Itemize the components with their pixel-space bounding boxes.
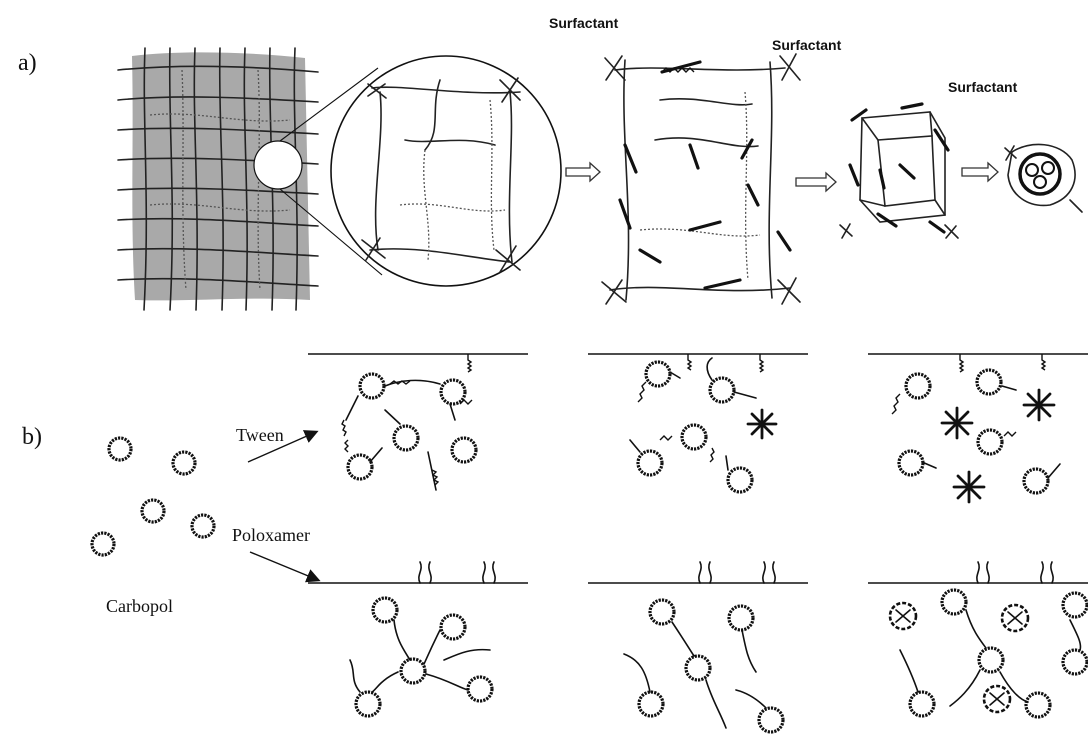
panel-b: b) Tween Poloxamer Carbopol	[22, 354, 1088, 732]
micelle-cluster	[1005, 144, 1082, 212]
tween-stage-3	[892, 354, 1060, 502]
tween-label: Tween	[236, 425, 284, 445]
micelle-star-tween-3a	[942, 408, 972, 438]
network-stage-2	[840, 104, 958, 238]
magnify-spot	[254, 141, 302, 189]
micelle-loop-1	[890, 603, 916, 629]
surfactant-label-2: Surfactant	[772, 37, 842, 53]
carbopol-label: Carbopol	[106, 596, 173, 616]
micelle-star-tween-2	[748, 410, 776, 438]
arrow-2	[796, 173, 836, 191]
arrow-1	[566, 163, 600, 181]
carbopol-particles	[92, 438, 214, 555]
panel-b-label: b)	[22, 424, 42, 450]
micelle-star-tween-3b	[1024, 390, 1054, 420]
micelle-loop-3	[984, 686, 1010, 712]
surfactant-label-1: Surfactant	[549, 15, 619, 31]
network-stage-1	[602, 54, 800, 304]
panel-a: a)	[18, 15, 1082, 310]
poloxamer-label: Poloxamer	[232, 525, 310, 545]
micelle-star-tween-3c	[954, 472, 984, 502]
surfactant-label-3: Surfactant	[948, 79, 1018, 95]
poloxamer-stage-1	[350, 562, 495, 716]
magnified-network	[331, 56, 561, 286]
panel-a-label: a)	[18, 50, 37, 76]
micelle-loop-2	[1002, 605, 1028, 631]
arrow-3	[962, 163, 998, 181]
poloxamer-stage-3	[890, 562, 1087, 717]
poloxamer-stage-2	[624, 562, 783, 732]
poloxamer-arrow	[250, 552, 318, 580]
tween-stage-1	[342, 354, 476, 490]
tween-stage-2	[630, 354, 776, 492]
gel-block	[118, 48, 318, 310]
